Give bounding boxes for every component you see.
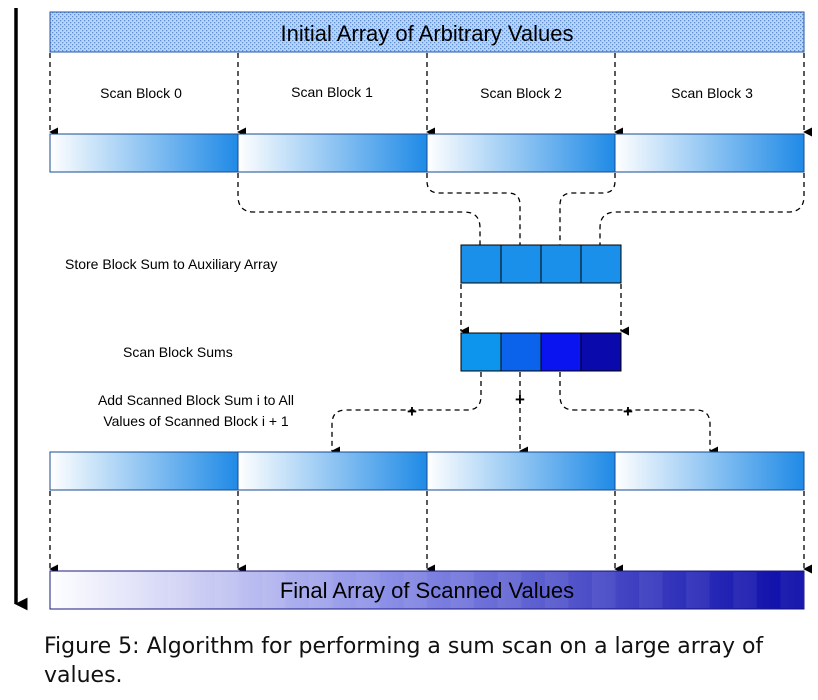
scanned-sum-2 [540, 332, 582, 372]
final-array-label: Final Array of Scanned Values [280, 578, 574, 603]
final-array-stripe [214, 572, 239, 608]
scanned-sum-1 [500, 332, 542, 372]
sum-route-1 [426, 173, 529, 267]
add-sum-label-line1: Add Scanned Block Sum i to All [98, 392, 294, 408]
final-array-stripe [356, 572, 380, 608]
scan-block-label-1: Scan Block 1 [291, 84, 373, 100]
final-array-stripe [591, 572, 616, 608]
scanned-sum-3 [580, 332, 622, 372]
added-block-0 [49, 451, 239, 491]
add-route-2 [559, 372, 719, 456]
final-array-stripe [120, 572, 145, 608]
final-array-stripe [73, 572, 98, 608]
final-array-stripes [73, 572, 804, 608]
scanned-block-3 [614, 133, 805, 173]
final-array-stripe [639, 572, 663, 608]
initial-array-label: Initial Array of Arbitrary Values [280, 21, 573, 46]
final-array-stripe [497, 572, 522, 608]
added-block-3 [614, 451, 805, 491]
figure-caption: Figure 5: Algorithm for performing a sum… [44, 634, 764, 688]
initial-array [49, 11, 805, 53]
scan-block-label-3: Scan Block 3 [671, 85, 753, 101]
plus-sign-0: + [407, 402, 417, 421]
scanned-sum-0 [460, 332, 502, 372]
final-array-stripe [450, 572, 475, 608]
scan-block-label-2: Scan Block 2 [480, 85, 562, 101]
scan-sums-label: Scan Block Sums [123, 344, 233, 360]
sum-route-0 [237, 173, 489, 267]
final-array-stripe [686, 572, 710, 608]
sum-route-2 [559, 173, 616, 267]
final-array-stripe [167, 572, 192, 608]
sum-scan-diagram: Initial Array of Arbitrary Values Scan B… [14, 8, 813, 611]
scanned-block-0 [49, 133, 239, 173]
add-sum-label-line2: Values of Scanned Block i + 1 [103, 413, 289, 429]
final-array [49, 570, 805, 610]
final-array-stripe [544, 572, 569, 608]
plus-sign-2: + [623, 402, 633, 421]
added-block-2 [426, 451, 616, 491]
final-array-stripe [733, 572, 757, 608]
final-array-stripe [309, 572, 333, 608]
added-block-1 [237, 451, 428, 491]
scanned-block-2 [426, 133, 616, 173]
add-route-0 [331, 372, 482, 456]
scan-block-label-0: Scan Block 0 [100, 85, 182, 101]
final-array-stripe [403, 572, 427, 608]
store-sum-label: Store Block Sum to Auxiliary Array [65, 256, 277, 272]
plus-sign-1: + [515, 390, 525, 409]
final-array-stripe [262, 572, 286, 608]
sum-route-3 [599, 173, 805, 267]
scanned-block-1 [237, 133, 428, 173]
final-array-stripe [780, 572, 804, 608]
